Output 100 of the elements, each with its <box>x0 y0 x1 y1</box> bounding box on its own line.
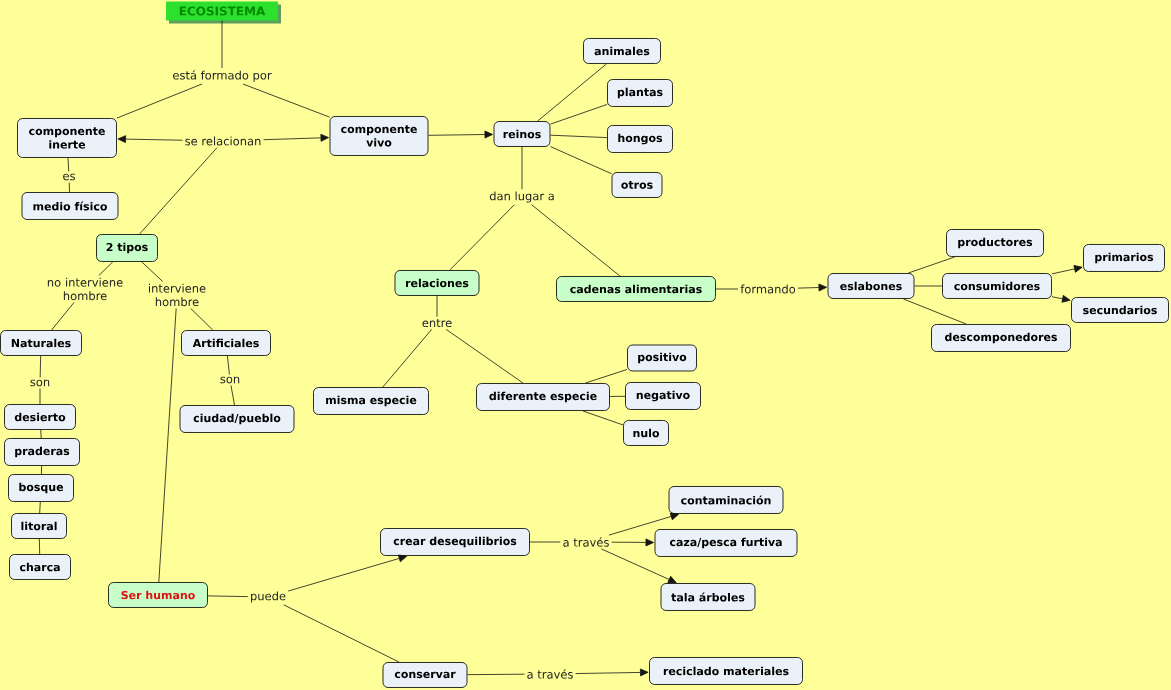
connector-line <box>550 104 608 125</box>
connector-line <box>98 261 114 276</box>
connector-line <box>582 410 624 426</box>
concept-box: relaciones <box>394 270 480 296</box>
connector-line <box>39 355 42 378</box>
concept-box: desierto <box>4 404 76 430</box>
arrow <box>575 668 649 677</box>
connector-line <box>529 541 561 543</box>
concept-box: consumidores <box>942 273 1052 299</box>
title-box: ECOSISTEMA <box>166 1 281 24</box>
connector-line <box>550 146 612 175</box>
concept-box: otros <box>611 172 663 198</box>
linking-phrase: son <box>220 376 240 384</box>
arrow <box>117 135 183 143</box>
linking-phrase: interviene hombre <box>148 283 206 307</box>
linking-phrase: puede <box>251 591 286 603</box>
concept-box: componente inerte <box>17 118 117 158</box>
concept-box: animales <box>583 38 661 64</box>
connector-line <box>914 285 943 287</box>
connector-line <box>445 328 524 384</box>
connector-line <box>715 288 739 290</box>
linking-phrase: formando <box>740 284 796 294</box>
connector-line <box>51 302 75 331</box>
arrow <box>428 130 493 139</box>
linking-phrase: son <box>30 379 50 387</box>
concept-box: caza/pesca furtiva <box>654 529 798 557</box>
connector-line <box>190 308 214 331</box>
connector-line <box>158 308 177 583</box>
concept-box: misma especie <box>313 387 429 415</box>
concept-box: Ser humano <box>108 582 208 608</box>
concept-box: Naturales <box>0 330 82 356</box>
connector-line <box>207 595 249 598</box>
connector-line <box>39 501 41 514</box>
linking-phrase: no interviene hombre <box>47 277 123 301</box>
arrow <box>1051 265 1083 275</box>
arrow <box>608 512 679 536</box>
connector-line <box>902 298 967 325</box>
arrow <box>1051 295 1071 303</box>
concept-box: hongos <box>607 125 673 153</box>
concept-box: cadenas alimentarias <box>556 276 716 302</box>
connector-line <box>537 63 607 122</box>
linking-phrase: se relacionan <box>185 136 261 146</box>
concept-box: medio físico <box>21 192 119 220</box>
concept-box: crear desequilibrios <box>380 528 530 556</box>
concept-box: positivo <box>627 344 697 372</box>
concept-box: 2 tipos <box>96 234 158 262</box>
connector-line <box>116 83 203 119</box>
concept-box: conservar <box>382 662 468 688</box>
concept-box: praderas <box>4 438 80 466</box>
linking-phrase: a través <box>563 537 609 547</box>
connector-line <box>531 204 621 277</box>
concept-box: charca <box>9 554 71 580</box>
linking-phrase: a través <box>527 669 573 679</box>
concept-box: bosque <box>8 474 74 502</box>
connector-line <box>38 538 41 555</box>
connector-line <box>467 673 525 676</box>
connector-line <box>221 20 223 69</box>
connector-line <box>230 385 235 406</box>
connector-line <box>67 157 70 172</box>
concept-box: contaminación <box>668 486 784 514</box>
connector-line <box>550 134 608 138</box>
concept-box: plantas <box>607 79 673 107</box>
connector-line <box>242 83 330 118</box>
concept-box: litoral <box>11 513 67 539</box>
arrow <box>797 283 827 292</box>
connector-line <box>382 328 433 388</box>
concept-box: ciudad/pueblo <box>179 405 295 433</box>
concept-box: tala árboles <box>660 583 756 611</box>
concept-box: diferente especie <box>476 383 610 411</box>
connector-line <box>39 388 41 405</box>
concept-box: negativo <box>625 382 701 410</box>
connector-line <box>609 395 626 397</box>
arrow <box>287 554 408 592</box>
connector-line <box>40 429 42 439</box>
concept-box: Artificiales <box>181 330 271 356</box>
arrow <box>600 548 677 584</box>
connector-line <box>283 604 400 663</box>
concept-box: reciclado materiales <box>649 657 803 685</box>
concept-box: nulo <box>623 420 669 446</box>
concept-box: secundarios <box>1071 297 1169 323</box>
connector-line <box>227 355 230 375</box>
connector-line <box>449 204 515 271</box>
concept-box: primarios <box>1083 244 1165 272</box>
connector-line <box>141 261 164 282</box>
linking-phrase: dan lugar a <box>489 191 554 203</box>
connector-line <box>41 465 42 475</box>
concept-box: eslabones <box>827 273 915 299</box>
connector-line <box>585 369 628 384</box>
concept-box: componente vivo <box>329 116 429 156</box>
connector-line <box>68 182 70 193</box>
linking-phrase: entre <box>422 318 452 328</box>
connector-line <box>436 295 438 318</box>
concept-box: descomponedores <box>931 324 1071 352</box>
linking-phrase: está formado por <box>173 70 272 82</box>
concept-box: productores <box>946 229 1044 257</box>
connector-line <box>139 147 218 235</box>
arrow <box>263 133 329 142</box>
arrow <box>611 538 654 547</box>
linking-phrase: es <box>63 173 75 181</box>
connector-line <box>521 146 523 190</box>
